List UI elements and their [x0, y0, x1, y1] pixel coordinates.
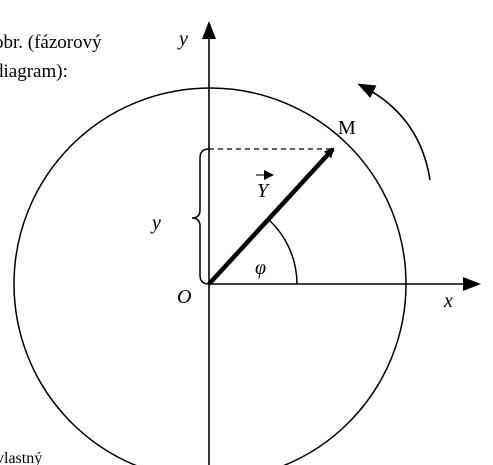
caption-bottom-fragment: vlastný [0, 450, 43, 465]
rotation-direction-arrow [357, 83, 431, 181]
vector-y-label: Y [257, 180, 270, 202]
point-m-label: M [338, 117, 356, 139]
angle-arc [268, 219, 298, 285]
angle-phi-label: φ [255, 257, 266, 279]
caption-line-2: diagram): [0, 61, 68, 82]
caption-line-1: obr. (fázorový [0, 32, 102, 53]
unit-circle [13, 87, 407, 465]
x-axis-label: x [443, 290, 453, 312]
y-axis-label: y [177, 28, 188, 50]
origin-label: O [177, 286, 191, 308]
phasor-vector [207, 147, 335, 286]
curly-brace [191, 148, 210, 285]
projection-y-label: y [150, 212, 161, 234]
